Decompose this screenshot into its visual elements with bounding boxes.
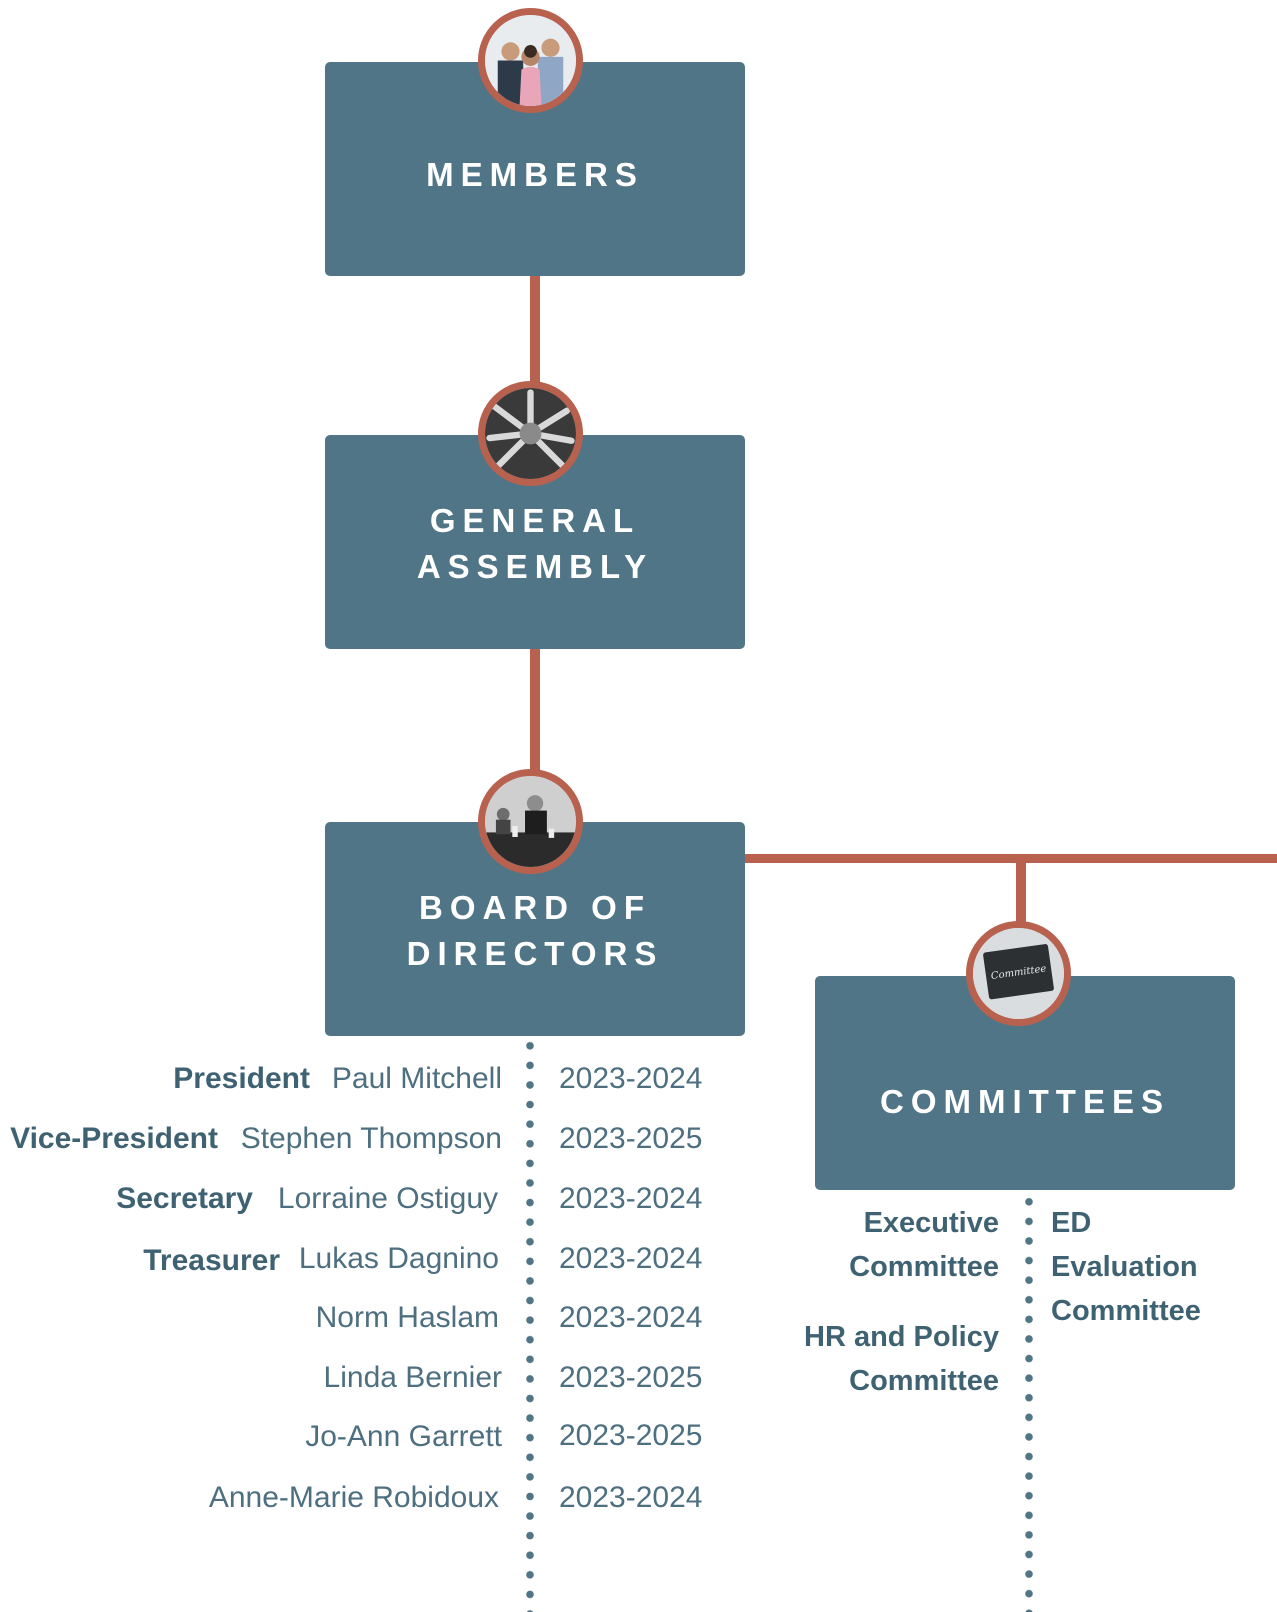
hands-together-photo-icon <box>478 381 583 486</box>
board-term-member-5: 2023-2024 <box>559 1301 703 1334</box>
board-dotted-divider <box>526 1036 534 1612</box>
board-name-member-6: Linda Bernier <box>323 1361 502 1394</box>
board-term-president: 2023-2024 <box>559 1062 703 1095</box>
committee-ed-evaluation-line2: Evaluation <box>1051 1251 1198 1283</box>
connector-members-assembly <box>530 276 540 386</box>
committees-title: COMMITTEES <box>880 1083 1170 1120</box>
board-name-member-7: Jo-Ann Garrett <box>305 1420 502 1453</box>
board-title-line1: BOARD OF <box>419 889 651 926</box>
committee-executive-line2: Committee <box>849 1251 999 1283</box>
board-role-treasurer: Treasurer <box>143 1244 280 1277</box>
committee-hr-policy-line1: HR and Policy <box>804 1321 999 1353</box>
committee-ed-evaluation: ED Evaluation Committee <box>1051 1201 1201 1333</box>
committee-chalkboard-photo-icon: Committee <box>966 921 1071 1026</box>
connector-assembly-board <box>530 649 540 774</box>
board-term-member-6: 2023-2025 <box>559 1361 703 1394</box>
board-term-member-8: 2023-2024 <box>559 1481 703 1514</box>
general-assembly-title-line2: ASSEMBLY <box>416 548 654 585</box>
people-photo-icon <box>478 8 583 113</box>
board-name-vice-president: Stephen Thompson <box>240 1122 502 1155</box>
committees-dotted-divider <box>1025 1192 1033 1612</box>
committee-ed-evaluation-line3: Committee <box>1051 1295 1201 1327</box>
board-title-line2: DIRECTORS <box>406 935 664 972</box>
board-role-secretary: Secretary <box>116 1182 253 1215</box>
connector-committees-drop <box>1016 858 1026 926</box>
committee-executive-line1: Executive <box>863 1207 999 1239</box>
board-name-member-8: Anne-Marie Robidoux <box>208 1481 499 1514</box>
board-term-treasurer: 2023-2024 <box>559 1242 703 1275</box>
committee-executive: Executive Committee <box>849 1201 999 1289</box>
board-term-member-7: 2023-2025 <box>559 1419 703 1452</box>
connector-board-committees <box>745 854 1277 863</box>
committee-ed-evaluation-line1: ED <box>1051 1207 1092 1239</box>
committee-hr-policy: HR and Policy Committee <box>804 1315 999 1403</box>
general-assembly-title-line1: GENERAL <box>429 502 641 539</box>
committee-hr-policy-line2: Committee <box>849 1365 999 1397</box>
board-role-vice-president: Vice-President <box>10 1122 218 1155</box>
board-name-president: Paul Mitchell <box>331 1062 502 1095</box>
board-term-vice-president: 2023-2025 <box>559 1122 703 1155</box>
board-name-member-5: Norm Haslam <box>315 1301 499 1334</box>
board-name-secretary: Lorraine Ostiguy <box>277 1182 498 1215</box>
members-title: MEMBERS <box>426 156 644 193</box>
board-role-president: President <box>173 1062 310 1095</box>
board-name-treasurer: Lukas Dagnino <box>298 1242 499 1275</box>
meeting-photo-icon <box>478 769 583 874</box>
board-term-secretary: 2023-2024 <box>559 1182 703 1215</box>
